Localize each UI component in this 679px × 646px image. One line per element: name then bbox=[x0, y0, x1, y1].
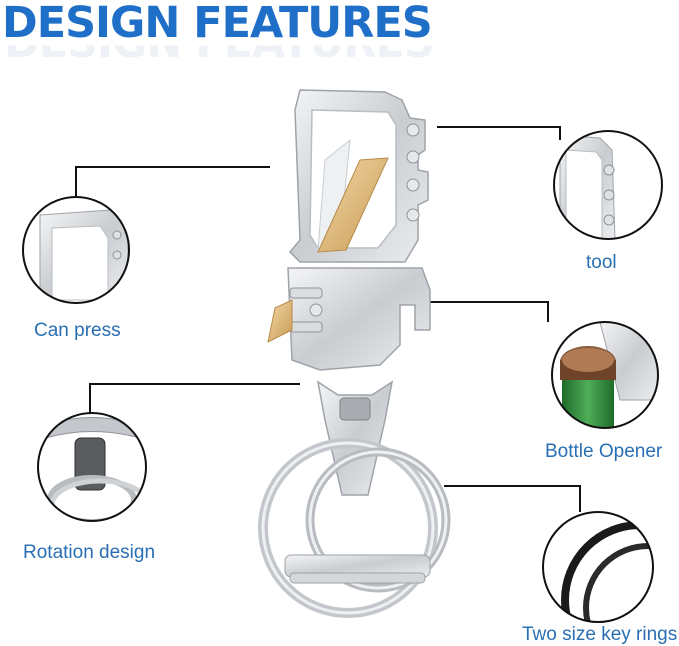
label-tool: tool bbox=[586, 252, 617, 273]
detail-rotation-image bbox=[37, 412, 147, 522]
label-bottle-opener: Bottle Opener bbox=[545, 441, 663, 462]
label-key-rings: Two size key rings bbox=[522, 624, 678, 645]
page-title: DESIGN FEATURES bbox=[2, 0, 433, 48]
label-can-press: Can press bbox=[34, 320, 121, 341]
detail-can-press-image bbox=[22, 196, 130, 304]
detail-tool-image bbox=[553, 130, 663, 240]
label-rotation-design: Rotation design bbox=[23, 542, 156, 563]
title-reflection: DESIGN FEATURES bbox=[4, 18, 434, 69]
detail-bottle-opener-image bbox=[551, 321, 659, 429]
carabiner-tool bbox=[258, 89, 451, 618]
callout-lines bbox=[75, 126, 581, 512]
